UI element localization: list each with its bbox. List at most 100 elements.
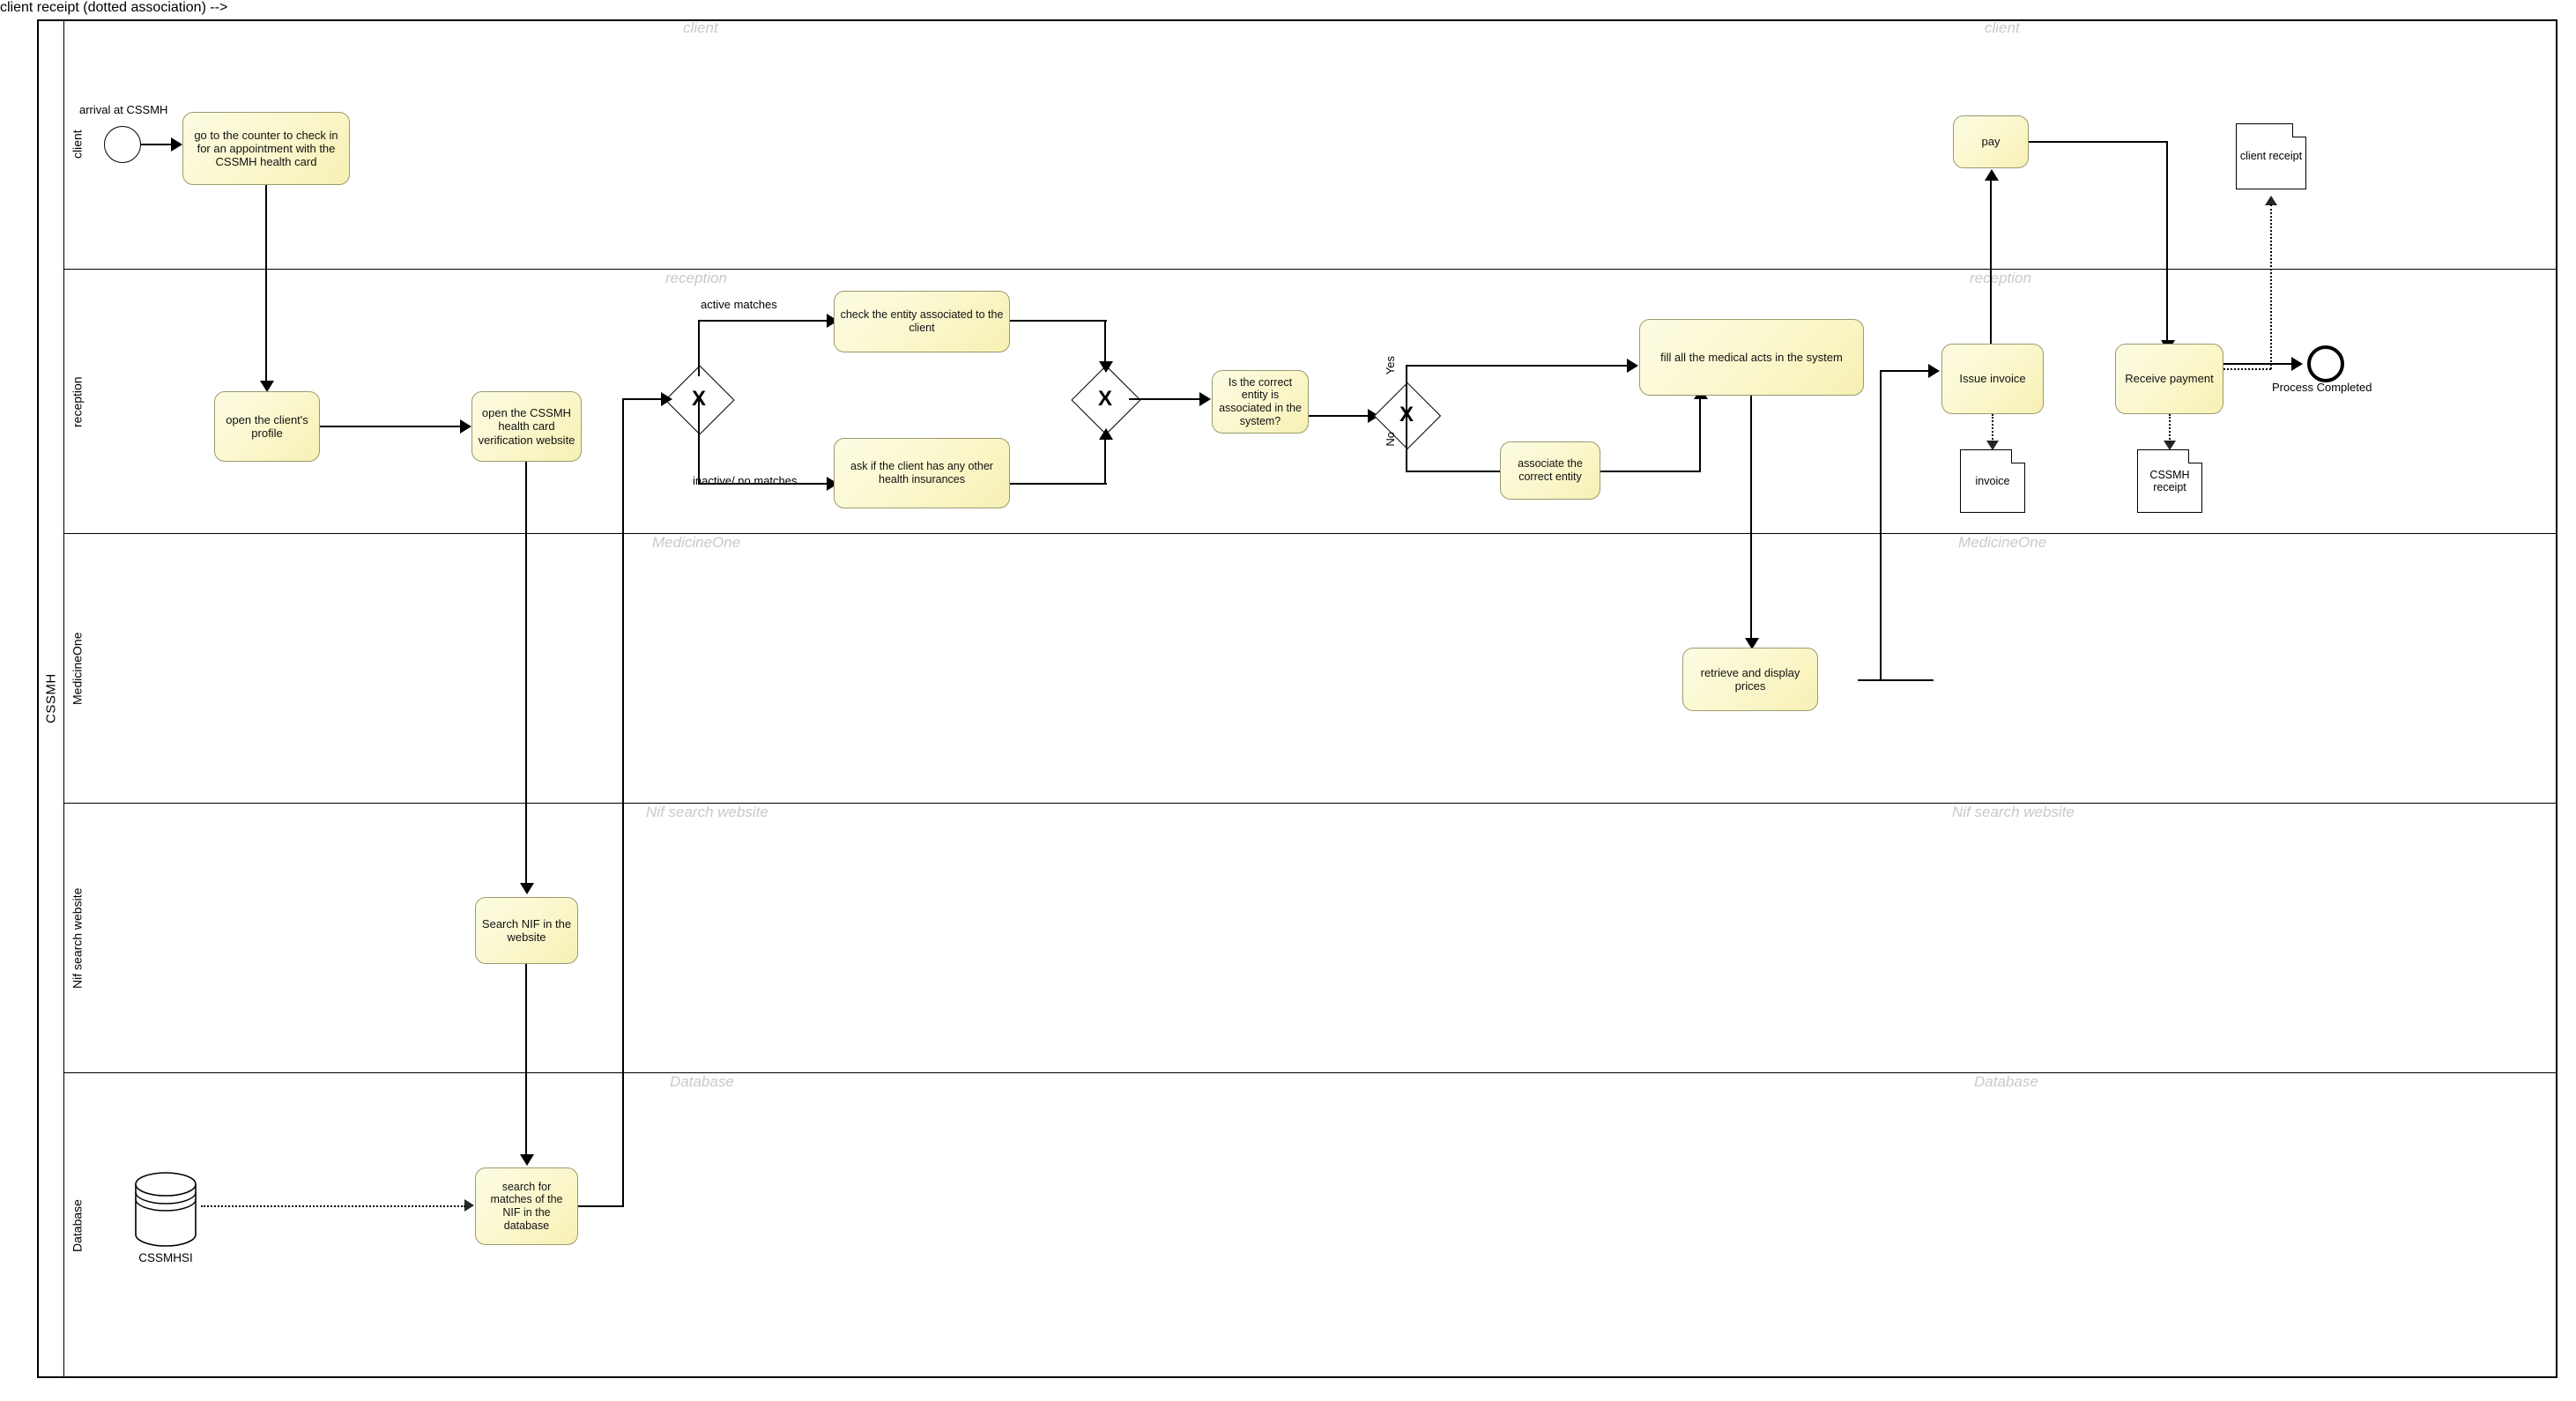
task-is-correct-entity[interactable]: Is the correct entity is associated in t…	[1212, 370, 1309, 434]
data-store-cssmhsi[interactable]	[134, 1172, 197, 1247]
task-search-nif-database[interactable]: search for matches of the NIF in the dat…	[475, 1168, 578, 1245]
pool-cssmh	[37, 19, 2557, 1378]
flow-arrow-checkin-to-profile	[260, 381, 274, 392]
flow-arrow-prices-to-invoice	[1928, 364, 1940, 378]
data-object-invoice-label: invoice	[1975, 474, 2010, 487]
page-fold-icon	[2188, 449, 2202, 463]
lane-watermark-nif: Nif search website	[646, 804, 768, 820]
flow-yes-v	[1406, 365, 1407, 416]
data-store-cssmhsi-label: CSSMHSI	[138, 1251, 193, 1264]
flow-associate-to-fillacts-v	[1699, 395, 1701, 472]
flow-searchdb-to-split-h	[578, 1205, 624, 1207]
flow-verifysite-to-searchnif	[525, 462, 527, 886]
lane-watermark-database: Database	[670, 1073, 734, 1090]
flow-label-yes: Yes	[1384, 356, 1397, 375]
lane-label-reception: reception	[63, 270, 90, 534]
data-object-client-receipt[interactable]: client receipt	[2236, 123, 2306, 189]
lane-watermark-medicineone: MedicineOne	[652, 534, 741, 551]
page-fold-icon	[2292, 123, 2306, 137]
assoc-invoice-to-dataobject	[1992, 414, 1993, 442]
end-event-label: Process Completed	[2272, 381, 2372, 394]
flow-checkin-to-profile-v	[265, 185, 267, 383]
lane-watermark-reception: reception	[665, 270, 727, 286]
task-open-client-profile[interactable]: open the client's profile	[214, 391, 320, 462]
flow-arrow-entity-to-join	[1099, 361, 1113, 373]
flow-split-up-h	[698, 320, 839, 322]
flow-insurance-to-join-v	[1104, 435, 1106, 485]
flow-start-to-checkin	[141, 144, 173, 145]
flow-no-v	[1406, 415, 1407, 472]
start-event-label: arrival at CSSMH	[79, 103, 168, 116]
flow-arrow-fillacts-to-prices	[1745, 638, 1759, 649]
flow-split-up-v	[698, 320, 700, 376]
flow-label-no: No	[1384, 432, 1397, 447]
lane-medicineone	[63, 534, 2557, 804]
data-object-cssmh-receipt-label: CSSMH receipt	[2149, 468, 2190, 493]
assoc-arrow-cssmh-receipt	[2164, 441, 2176, 450]
flow-split-down-h	[698, 483, 839, 485]
assoc-receive-to-client-receipt-h	[2203, 368, 2271, 370]
assoc-arrow-searchdb	[464, 1199, 474, 1212]
task-go-to-counter[interactable]: go to the counter to check in for an app…	[182, 112, 350, 185]
lane-watermark-reception-right: reception	[1970, 270, 2031, 286]
data-object-cssmh-receipt[interactable]: CSSMH receipt	[2137, 449, 2202, 513]
lane-reception	[63, 270, 2557, 534]
flow-searchnif-to-searchdb	[525, 964, 527, 1157]
lane-watermark-medicineone-right: MedicineOne	[1958, 534, 2047, 551]
end-event[interactable]	[2307, 345, 2344, 382]
task-associate-correct-entity[interactable]: associate the correct entity	[1500, 441, 1600, 500]
task-ask-other-insurances[interactable]: ask if the client has any other health i…	[834, 438, 1010, 508]
task-issue-invoice[interactable]: Issue invoice	[1941, 344, 2044, 414]
flow-arrow-start-to-checkin	[171, 137, 182, 152]
flow-arrow-profile-to-verifysite	[460, 419, 471, 434]
flow-searchdb-to-split-v	[622, 398, 624, 1207]
task-check-entity[interactable]: check the entity associated to the clien…	[834, 291, 1010, 352]
assoc-receive-to-cssmh-receipt	[2169, 414, 2171, 442]
task-receive-payment[interactable]: Receive payment	[2115, 344, 2223, 414]
data-object-client-receipt-label: client receipt	[2239, 150, 2303, 163]
task-retrieve-display-prices[interactable]: retrieve and display prices	[1682, 648, 1818, 711]
task-fill-medical-acts[interactable]: fill all the medical acts in the system	[1639, 319, 1864, 396]
flow-label-inactive-no-matches: inactive/ no matches	[693, 474, 798, 487]
lane-label-client: client	[63, 19, 90, 270]
lane-watermark-client-right: client	[1985, 19, 2020, 36]
flow-prices-to-invoice-h2	[1880, 370, 1930, 372]
lane-client	[63, 19, 2557, 270]
pool-label-cssmh: CSSMH	[37, 19, 63, 1378]
flow-invoice-to-pay-v	[1990, 176, 1992, 344]
flow-yes-h	[1406, 365, 1630, 367]
lane-label-medicineone: MedicineOne	[63, 534, 90, 804]
task-open-verification-website[interactable]: open the CSSMH health card verification …	[471, 391, 582, 462]
flow-arrow-into-split-gateway	[661, 392, 672, 406]
flow-insurance-to-join-h	[1010, 483, 1107, 485]
lane-label-database: Database	[63, 1073, 90, 1378]
flow-into-split-gateway	[624, 398, 664, 400]
flow-split-down-v	[698, 398, 700, 485]
lane-watermark-nif-right: Nif search website	[1952, 804, 2075, 820]
flow-arrow-searchnif-to-searchdb	[520, 1154, 534, 1166]
flow-fillacts-to-prices-v	[1750, 396, 1752, 641]
exclusive-gateway-x-icon: X	[1097, 387, 1112, 411]
assoc-datastore-to-searchdb	[201, 1205, 465, 1207]
flow-arrow-verifysite-to-searchnif	[520, 883, 534, 894]
gateway-match-join[interactable]: X	[1071, 365, 1141, 435]
start-event[interactable]	[104, 126, 141, 163]
flow-question-to-yesno	[1309, 415, 1370, 417]
lane-database	[63, 1073, 2557, 1378]
lane-watermark-database-right: Database	[1974, 1073, 2038, 1090]
cylinder-icon	[135, 1172, 197, 1247]
assoc-arrow-invoice	[1986, 441, 1999, 450]
assoc-receive-to-client-receipt-v	[2270, 204, 2272, 369]
flow-entity-to-join-h	[1010, 320, 1107, 322]
flow-associate-to-fillacts-h	[1600, 471, 1701, 472]
assoc-arrow-client-receipt	[2265, 196, 2277, 205]
flow-arrow-yes-to-fillacts	[1627, 359, 1638, 373]
flow-pay-to-receive-h	[2029, 141, 2168, 143]
task-pay[interactable]: pay	[1953, 115, 2029, 168]
data-object-invoice[interactable]: invoice	[1960, 449, 2025, 513]
lane-label-nif-search-website: Nif search website	[63, 804, 90, 1073]
task-search-nif-website[interactable]: Search NIF in the website	[475, 897, 578, 964]
flow-arrow-join-to-question	[1199, 392, 1211, 406]
flow-receive-to-end	[2223, 363, 2294, 365]
